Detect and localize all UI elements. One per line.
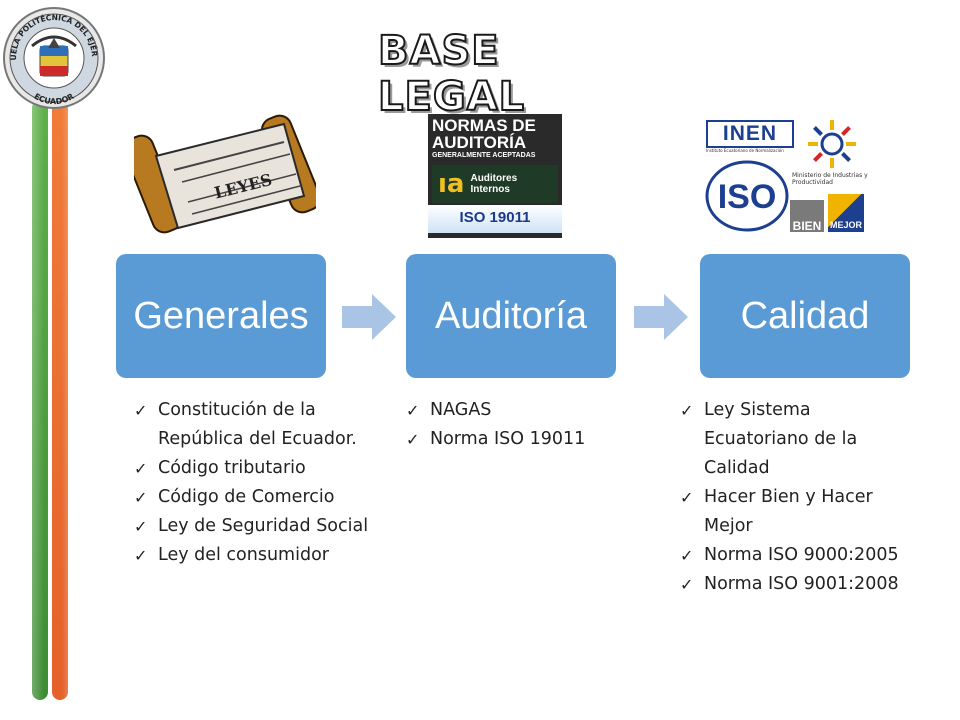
list-item: ✓Código de Comercio: [134, 483, 370, 512]
auditores-internos-badge: ıa Auditores Internos: [432, 165, 558, 203]
auditoria-list: ✓NAGAS ✓Norma ISO 19011: [406, 396, 636, 454]
check-icon: ✓: [680, 401, 694, 420]
list-item: ✓Norma ISO 19011: [406, 425, 636, 454]
iso-text: ISO: [718, 178, 777, 216]
process-label: Calidad: [740, 294, 870, 337]
check-icon: ✓: [134, 546, 148, 565]
ministerio-sun-icon: [808, 120, 856, 168]
list-item: ✓Norma ISO 9001:2008: [680, 570, 920, 599]
normas-auditoria-logo: NORMAS DE AUDITORÍA GENERALMENTE ACEPTAD…: [428, 114, 562, 238]
ministerio-text: Ministerio de Industrias y Productividad: [792, 172, 868, 186]
svg-text:ECUADOR: ECUADOR: [32, 92, 75, 106]
list-item: ✓NAGAS: [406, 396, 636, 425]
list-item: ✓Código tributario: [134, 454, 370, 483]
process-box-generales: Generales: [116, 254, 326, 378]
check-icon: ✓: [134, 401, 148, 420]
inen-subtitle: Instituto Ecuatoriano de Normalización: [706, 148, 784, 153]
check-icon: ✓: [134, 517, 148, 536]
list-item: ✓Ley Sistema Ecuatoriano de la Calidad: [680, 396, 920, 483]
list-item: ✓Constitución de la República del Ecuado…: [134, 396, 370, 454]
leyes-scroll-image: LEYES: [134, 114, 316, 234]
page-title: BASE LEGAL: [377, 27, 526, 121]
seal-text-bottom: ECUADOR: [32, 92, 75, 106]
list-item: ✓Hacer Bien y Hacer Mejor: [680, 483, 920, 541]
generales-list: ✓Constitución de la República del Ecuado…: [134, 396, 370, 570]
ribbon-fade: [20, 100, 80, 720]
title-line-2: LEGAL: [377, 73, 526, 121]
normas-line-2: AUDITORÍA: [432, 133, 527, 152]
process-box-auditoria: Auditoría: [406, 254, 616, 378]
check-icon: ✓: [406, 430, 420, 449]
list-item: ✓Norma ISO 9000:2005: [680, 541, 920, 570]
check-icon: ✓: [680, 488, 694, 507]
iso-logo: ISO: [705, 160, 789, 232]
check-icon: ✓: [680, 575, 694, 594]
check-icon: ✓: [134, 488, 148, 507]
list-item: ✓Ley del consumidor: [134, 541, 370, 570]
iso-19011-text: ISO 19011: [428, 205, 562, 233]
normas-line-3: GENERALMENTE ACEPTADAS: [432, 152, 536, 159]
check-icon: ✓: [680, 546, 694, 565]
title-line-1: BASE: [377, 27, 500, 75]
process-box-calidad: Calidad: [700, 254, 910, 378]
hacer-mejor-logo: MEJOR: [828, 194, 864, 232]
auditores-text: Auditores Internos: [470, 173, 518, 195]
ia-mark-icon: ıa: [438, 169, 465, 199]
list-item: ✓Ley de Seguridad Social: [134, 512, 370, 541]
process-label: Generales: [133, 294, 309, 337]
hacer-bien-logo: BIEN: [790, 200, 824, 233]
check-icon: ✓: [406, 401, 420, 420]
calidad-logos: INEN Instituto Ecuatoriano de Normalizac…: [700, 118, 870, 236]
arrow-right-icon: [342, 294, 396, 340]
espe-seal-logo: ESCUELA POLITÉCNICA DEL EJÉRCITO ECUADOR: [2, 2, 105, 109]
inen-logo: INEN: [706, 120, 794, 148]
process-label: Auditoría: [434, 294, 588, 337]
arrow-right-icon: [634, 294, 688, 340]
check-icon: ✓: [134, 459, 148, 478]
calidad-list: ✓Ley Sistema Ecuatoriano de la Calidad ✓…: [680, 396, 920, 599]
normas-line-1: NORMAS DE: [432, 116, 536, 135]
